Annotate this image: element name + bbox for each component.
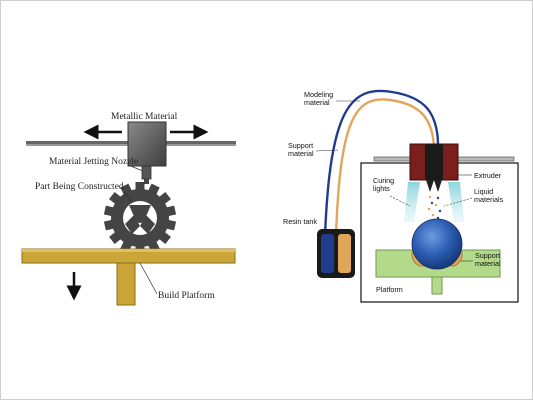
label-support-material-right-2: material <box>475 259 501 268</box>
label-extruder: Extruder <box>474 171 502 180</box>
label-liquid-materials-2: materials <box>474 195 504 204</box>
gear-tooth <box>135 182 145 192</box>
label-modeling-material-2: material <box>304 98 330 107</box>
right-diagram: Modeling material Support material Extru… <box>283 89 519 303</box>
label-material-jetting-nozzle: Material Jetting Nozzle <box>49 157 138 167</box>
nozzle-tip <box>144 179 149 184</box>
label-liquid-materials-1: Liquid <box>474 187 493 196</box>
curing-light-right <box>448 182 464 222</box>
label-support-material-2: material <box>288 149 314 158</box>
liquid-droplets <box>427 195 442 220</box>
modeled-sphere <box>411 218 463 270</box>
leader-build-platform <box>139 262 158 295</box>
build-platform-post <box>116 262 136 306</box>
label-build-platform: Build Platform <box>158 290 215 301</box>
label-support-material-right-1: Support <box>475 251 500 260</box>
label-resin-tank: Resin tank <box>283 217 317 226</box>
gear-part-icon <box>103 182 177 254</box>
label-curing-lights-2: lights <box>373 184 390 193</box>
modeling-material-line <box>323 89 440 237</box>
label-support-material-1: Support <box>288 141 313 150</box>
resin-tank-support-chamber <box>338 234 351 273</box>
support-material-line <box>334 98 436 237</box>
leader-support <box>315 149 339 152</box>
label-platform: Platform <box>376 285 403 294</box>
leader-liquid <box>443 197 473 207</box>
metallic-material-box <box>127 121 167 167</box>
leader-part <box>124 191 133 204</box>
label-modeling-material-1: Modeling <box>304 90 333 99</box>
label-curing-lights-1: Curing <box>373 176 394 185</box>
extruder-nozzle-right <box>434 180 442 192</box>
resin-tank-modeling-chamber <box>321 234 334 273</box>
label-metallic-material: Metallic Material <box>111 112 178 122</box>
curing-light-left <box>404 182 420 222</box>
jetting-nozzle <box>141 165 152 180</box>
platform-post <box>431 276 443 295</box>
extruder-core <box>425 144 443 180</box>
left-diagram: Metallic Material Material Jetting Nozzl… <box>21 112 236 306</box>
label-part-being-constructed: Part Being Constructed <box>35 182 124 192</box>
leader-nozzle <box>127 164 144 172</box>
build-platform-highlight <box>22 249 235 252</box>
leader-curing-lights <box>389 195 411 207</box>
extruder-nozzle-left <box>426 180 434 192</box>
